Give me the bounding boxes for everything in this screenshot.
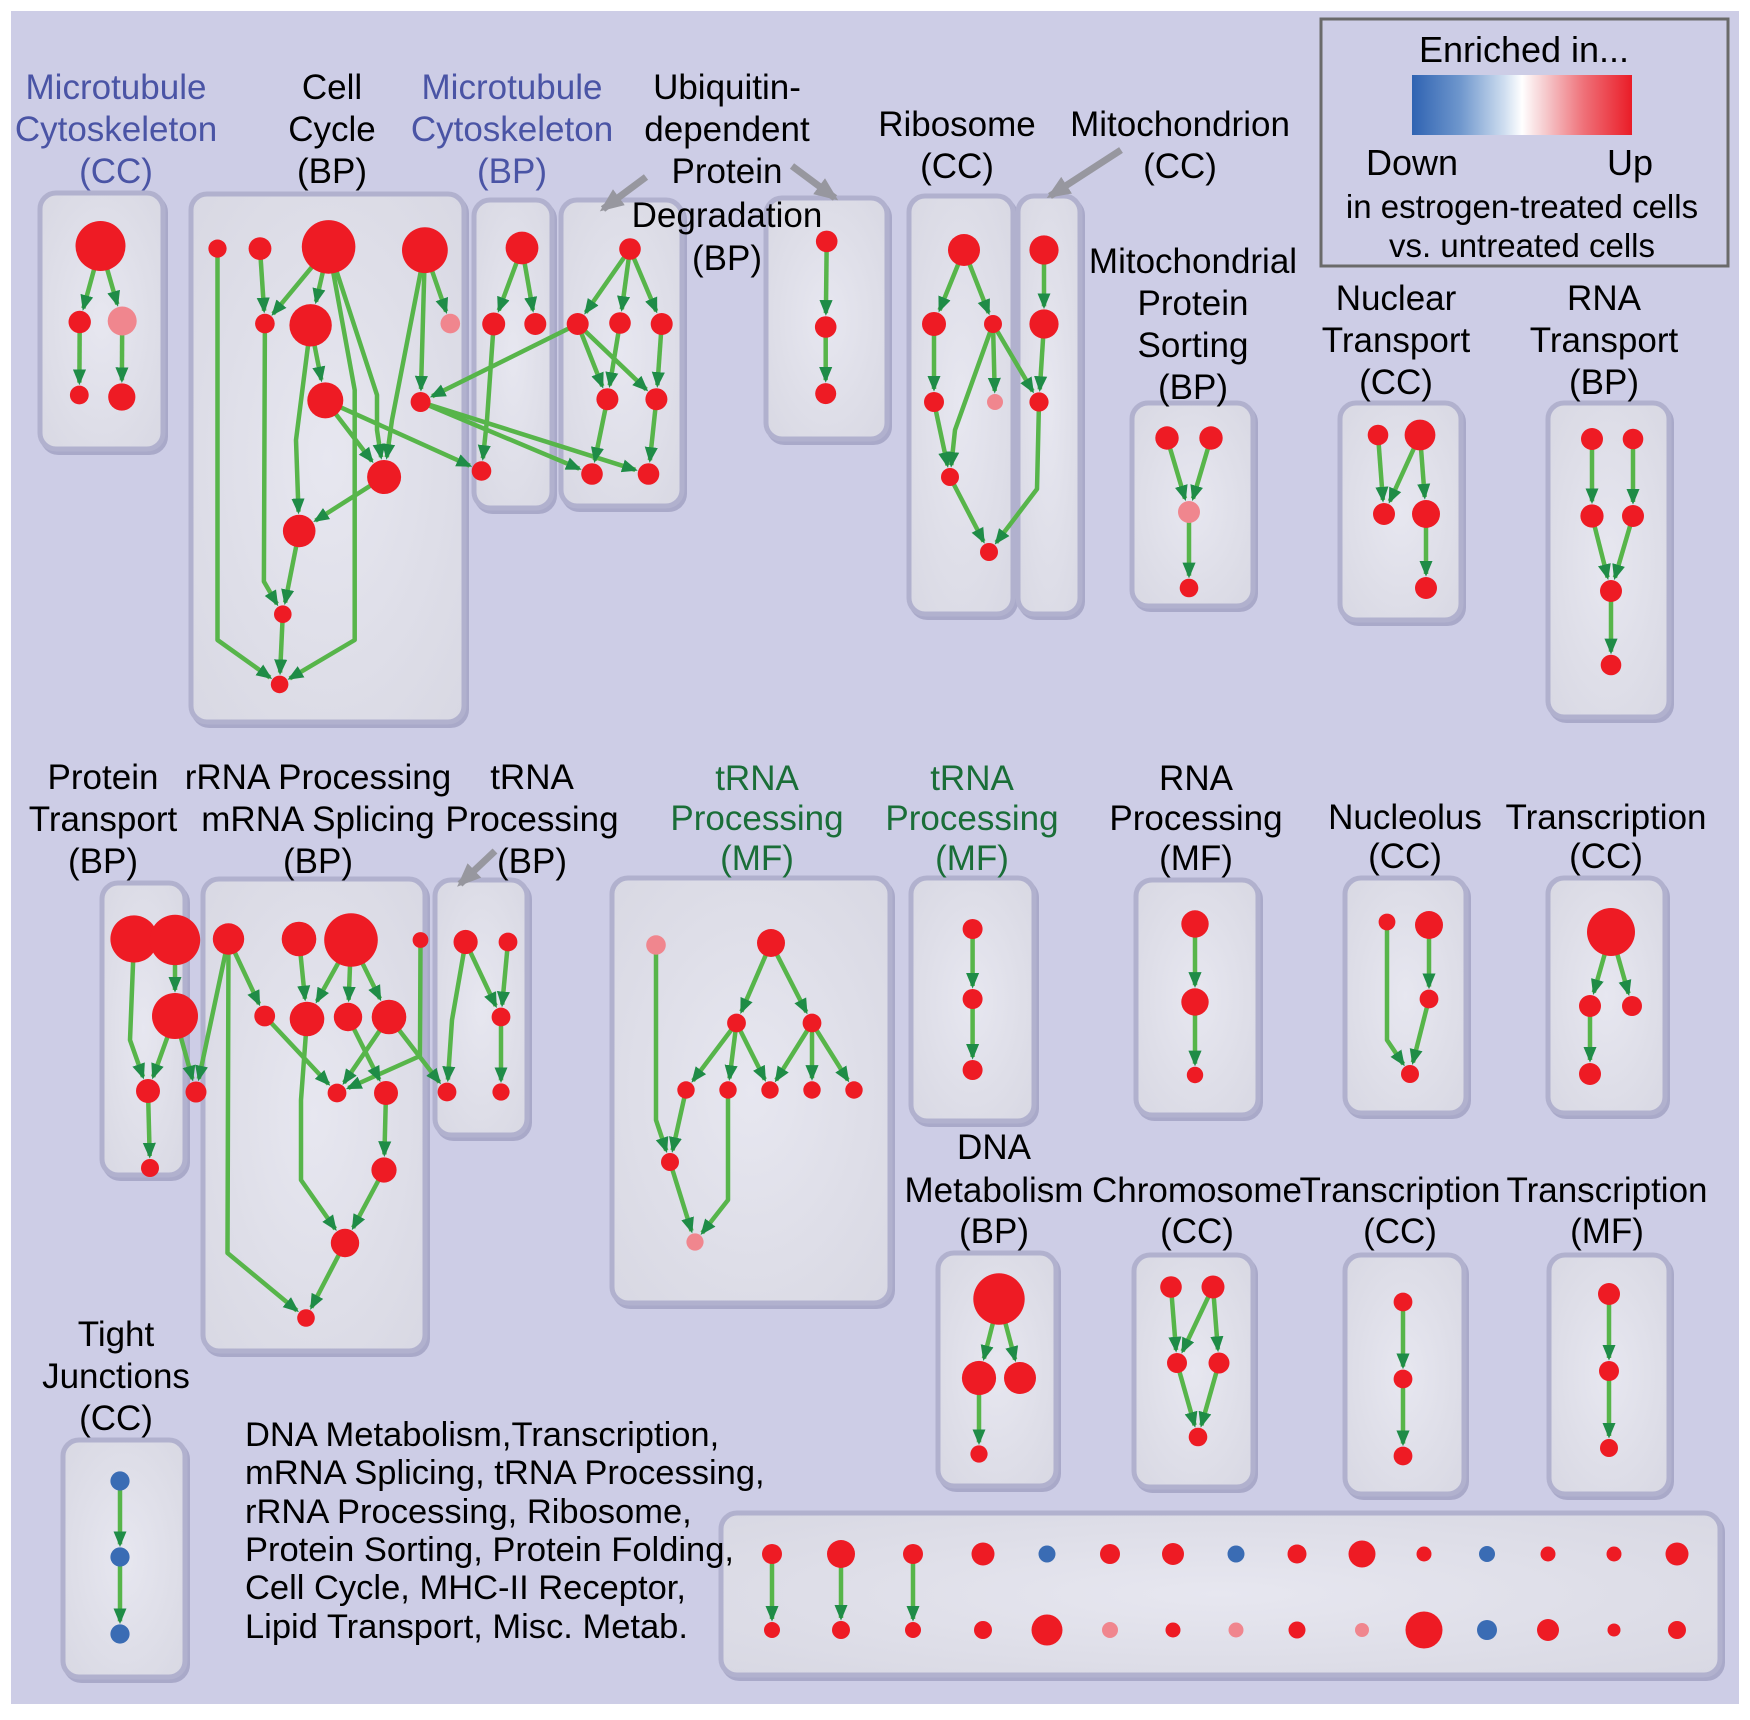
svg-text:Cytoskeleton: Cytoskeleton (15, 110, 217, 149)
svg-text:Ubiquitin-: Ubiquitin- (653, 68, 801, 107)
svg-text:(CC): (CC) (1363, 1212, 1437, 1251)
svg-text:Microtubule: Microtubule (422, 68, 603, 107)
svg-text:DNA Metabolism,Transcription,: DNA Metabolism,Transcription, (245, 1416, 719, 1454)
svg-text:Processing: Processing (1109, 799, 1282, 838)
svg-text:(BP): (BP) (283, 842, 353, 881)
svg-text:DNA: DNA (957, 1128, 1032, 1167)
svg-text:Metabolism: Metabolism (905, 1171, 1084, 1210)
svg-text:Down: Down (1366, 142, 1458, 183)
svg-text:Mitochondrial: Mitochondrial (1089, 242, 1297, 281)
svg-text:(BP): (BP) (68, 842, 138, 881)
svg-text:(CC): (CC) (1143, 147, 1217, 186)
svg-text:Protein: Protein (672, 152, 783, 191)
svg-text:(MF): (MF) (1159, 839, 1233, 878)
svg-text:(CC): (CC) (1359, 363, 1433, 402)
svg-text:(BP): (BP) (692, 239, 762, 278)
svg-text:(MF): (MF) (1570, 1212, 1644, 1251)
svg-text:Transport: Transport (1530, 321, 1679, 360)
svg-text:Transport: Transport (29, 800, 178, 839)
svg-text:Tight: Tight (78, 1315, 155, 1354)
svg-text:(CC): (CC) (1368, 837, 1442, 876)
svg-text:mRNA Splicing: mRNA Splicing (201, 800, 434, 839)
svg-text:Cell Cycle, MHC-II Receptor,: Cell Cycle, MHC-II Receptor, (245, 1569, 686, 1607)
svg-text:dependent: dependent (644, 110, 810, 149)
svg-text:(CC): (CC) (1569, 837, 1643, 876)
svg-text:(BP): (BP) (497, 842, 567, 881)
svg-text:(CC): (CC) (920, 147, 994, 186)
svg-text:Lipid Transport, Misc. Metab.: Lipid Transport, Misc. Metab. (245, 1608, 688, 1646)
svg-text:tRNA: tRNA (930, 759, 1014, 798)
svg-text:Protein: Protein (1138, 284, 1249, 323)
svg-text:Chromosome: Chromosome (1092, 1171, 1302, 1210)
svg-text:Microtubule: Microtubule (26, 68, 207, 107)
svg-text:RNA: RNA (1567, 279, 1642, 318)
svg-text:(BP): (BP) (297, 152, 367, 191)
svg-text:(BP): (BP) (959, 1212, 1029, 1251)
svg-text:in estrogen-treated cells: in estrogen-treated cells (1346, 188, 1698, 225)
svg-text:Mitochondrion: Mitochondrion (1070, 105, 1290, 144)
svg-text:Transcription: Transcription (1507, 1171, 1708, 1210)
svg-text:rRNA Processing: rRNA Processing (185, 758, 451, 797)
svg-text:tRNA: tRNA (490, 758, 574, 797)
svg-text:Nuclear: Nuclear (1336, 279, 1457, 318)
svg-text:Degradation: Degradation (632, 196, 823, 235)
svg-text:Transcription: Transcription (1506, 798, 1707, 837)
svg-text:Junctions: Junctions (42, 1357, 190, 1396)
svg-text:Processing: Processing (670, 799, 843, 838)
svg-text:Protein Sorting, Protein Foldi: Protein Sorting, Protein Folding, (245, 1531, 734, 1569)
svg-text:(CC): (CC) (79, 152, 153, 191)
svg-text:Transcription: Transcription (1300, 1171, 1501, 1210)
svg-text:Enriched in...: Enriched in... (1419, 29, 1629, 70)
svg-text:Up: Up (1607, 142, 1653, 183)
svg-text:tRNA: tRNA (715, 759, 799, 798)
svg-text:Transport: Transport (1322, 321, 1471, 360)
svg-text:Cytoskeleton: Cytoskeleton (411, 110, 613, 149)
svg-text:Protein: Protein (48, 758, 159, 797)
svg-text:Nucleolus: Nucleolus (1328, 798, 1482, 837)
svg-text:(BP): (BP) (1158, 368, 1228, 407)
svg-text:Processing: Processing (445, 800, 618, 839)
svg-text:mRNA Splicing, tRNA Processing: mRNA Splicing, tRNA Processing, (245, 1454, 765, 1492)
svg-text:RNA: RNA (1159, 759, 1234, 798)
svg-text:(MF): (MF) (720, 839, 794, 878)
svg-text:(CC): (CC) (79, 1399, 153, 1438)
svg-text:Ribosome: Ribosome (878, 105, 1036, 144)
svg-text:vs. untreated cells: vs. untreated cells (1389, 227, 1655, 264)
svg-text:Cycle: Cycle (288, 110, 376, 149)
svg-text:(BP): (BP) (477, 152, 547, 191)
svg-text:Cell: Cell (302, 68, 362, 107)
svg-text:(BP): (BP) (1569, 363, 1639, 402)
svg-text:(MF): (MF) (935, 839, 1009, 878)
svg-text:Sorting: Sorting (1138, 326, 1249, 365)
svg-text:rRNA Processing, Ribosome,: rRNA Processing, Ribosome, (245, 1493, 692, 1531)
svg-text:(CC): (CC) (1160, 1212, 1234, 1251)
svg-text:Processing: Processing (885, 799, 1058, 838)
